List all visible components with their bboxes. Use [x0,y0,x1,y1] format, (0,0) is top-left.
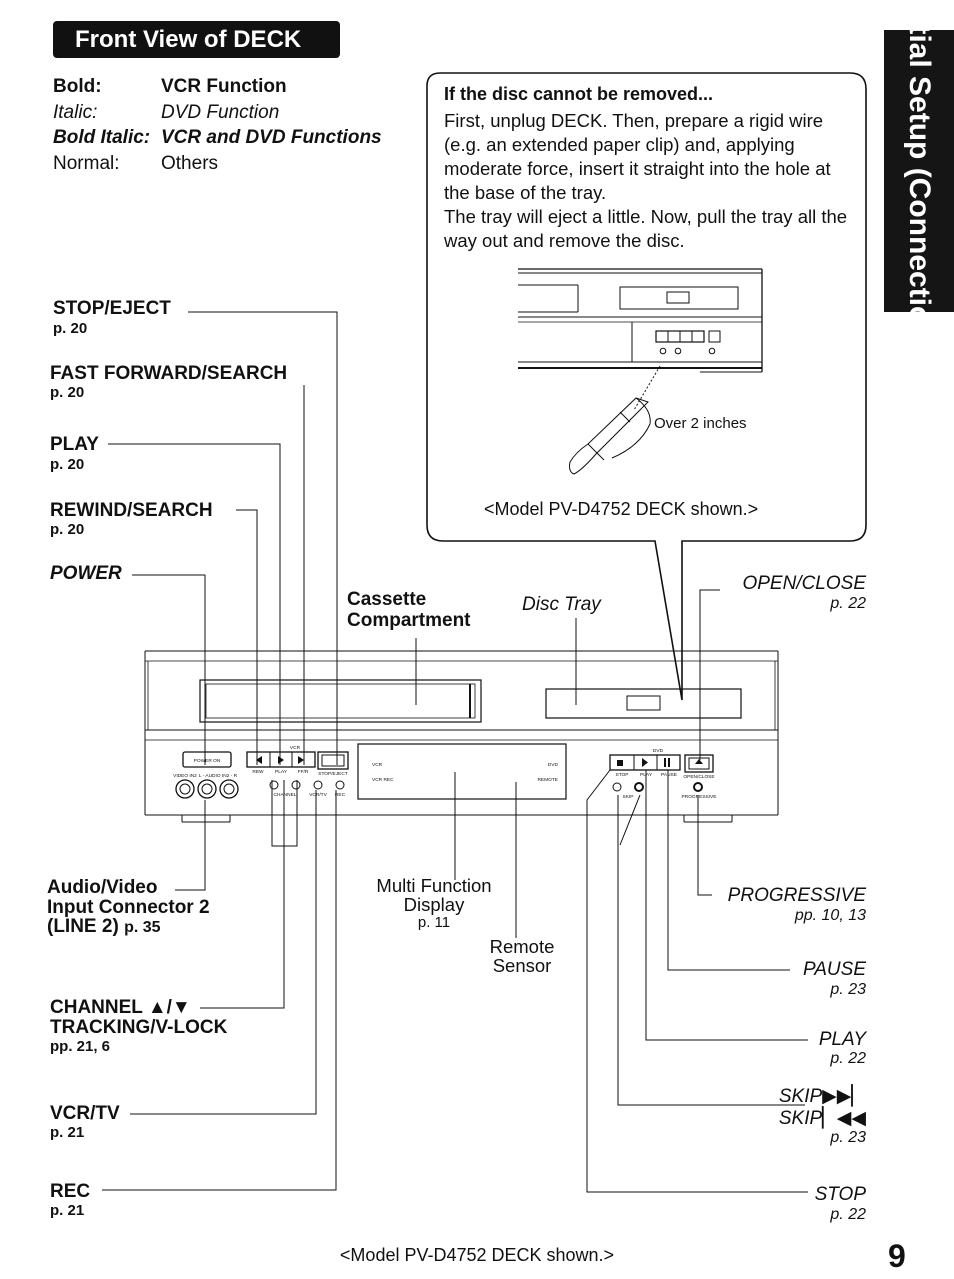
inset-caption: <Model PV-D4752 DECK shown.> [484,499,759,519]
dvd-stop-label: STOP [616,772,629,778]
cassette-label-2: Compartment [347,610,471,631]
video-in-label: VIDEO IN2 [173,773,197,779]
display-dvd-label: DVD [548,762,559,768]
leader-lines [102,311,808,1193]
av-input-label-1: Audio/Video [47,877,158,898]
channel-page: pp. 21, 6 [50,1038,111,1055]
dvd-open-close-label: OPEN/CLOSE [683,774,714,780]
open-close-label: OPEN/CLOSE [742,573,866,594]
legend-normal: Normal:Others [53,152,219,174]
tracking-label: TRACKING/V-LOCK [50,1017,228,1038]
skip-page: p. 23 [830,1129,866,1146]
skip-back-label: SKIP▏◀◀ [778,1108,866,1129]
stop-dvd-label: STOP [814,1184,866,1205]
display-vcr-rec-label: VCR REC [372,777,394,783]
note-callout-frame [426,72,867,701]
rewind-page: p. 20 [50,521,85,538]
progressive-small-label: PROGRESSIVE [682,794,717,800]
note-body: First, unplug DECK. Then, prepare a rigi… [444,110,848,251]
font-legend: Bold:VCR Function Italic:DVD Function Bo… [53,74,382,176]
power-button-label: POWER ON [194,758,221,764]
legend-bold-italic: Bold Italic:VCR and DVD Functions [53,127,382,148]
stop-eject-button-label: STOP/EJECT [318,771,348,777]
play-dvd-label: PLAY [818,1029,866,1050]
section-tab: Initial Setup (Connection) [884,30,954,312]
display-remote-label: REMOTE [537,777,558,783]
button-glyphs [256,756,703,767]
figure-caption: <Model PV-D4752 DECK shown.> [339,1245,615,1265]
stop-eject-label: STOP/EJECT [53,298,171,319]
remote-sensor-label-2: Sensor [492,955,552,976]
progressive-page: pp. 10, 13 [794,907,866,924]
legend-italic: Italic:DVD Function [53,101,280,123]
dvd-skip-small-label: SKIP [623,794,634,800]
multi-function-label-2: Display [403,894,465,915]
disc-tray-label: Disc Tray [522,594,601,615]
vcr-tv-page: p. 21 [50,1124,85,1141]
display-vcr-label: VCR [372,762,383,768]
vcr-tv-label: VCR/TV [50,1103,120,1124]
stop-dvd-page: p. 22 [830,1206,866,1223]
remote-sensor-label-1: Remote [489,936,555,957]
power-label: POWER [50,563,122,584]
page-number: 9 [888,1238,906,1274]
multi-function-page: p. 11 [417,914,451,931]
open-close-page: p. 22 [830,595,866,612]
page-title: Front View of DECK [53,21,340,58]
inset-length-label: Over 2 inches [654,415,747,432]
rec-small-label: REC [335,792,346,798]
stop-eject-page: p. 20 [53,320,88,337]
av-input-label-3: (LINE 2) p. 35 [47,916,161,937]
ff-button-label: FF/R [298,769,309,775]
av-input-label-2: Input Connector 2 [47,897,210,918]
pause-label: PAUSE [802,959,866,980]
deck-panel-labels: POWER ON VCR DVD VIDEO IN2 L - AUDIO IN2… [173,745,716,800]
vcr-tv-small-label: VCR/TV [309,792,327,798]
multi-function-label-1: Multi Function [376,875,492,896]
rew-button-label: REW [252,769,264,775]
play-page: p. 20 [50,456,85,473]
inset-deck-illustration [518,268,763,475]
pause-page: p. 23 [830,981,866,998]
cassette-label-1: Cassette [347,589,427,610]
play-button-label: PLAY [275,769,288,775]
vcr-tag-label: VCR [290,745,301,751]
skip-forward-label: SKIP▶▶▏ [778,1086,866,1107]
channel-label: CHANNEL ▲/▼ [50,997,191,1018]
legend-bold: Bold:VCR Function [53,76,287,97]
rec-label: REC [50,1181,91,1202]
main-deck-illustration [144,650,779,823]
progressive-label: PROGRESSIVE [727,885,866,906]
dvd-tag-label: DVD [653,748,664,754]
channel-small-label: CHANNEL [274,792,297,798]
play-label: PLAY [50,434,99,455]
note-title: If the disc cannot be removed... [444,84,714,104]
fast-forward-page: p. 20 [50,384,85,401]
fast-forward-label: FAST FORWARD/SEARCH [50,363,288,384]
audio-in-label: L - AUDIO IN2 - R [199,773,238,779]
rec-page: p. 21 [50,1202,85,1219]
rewind-label: REWIND/SEARCH [50,500,213,521]
play-dvd-page: p. 22 [830,1050,866,1067]
dvd-pause-label: PAUSE [661,772,677,778]
